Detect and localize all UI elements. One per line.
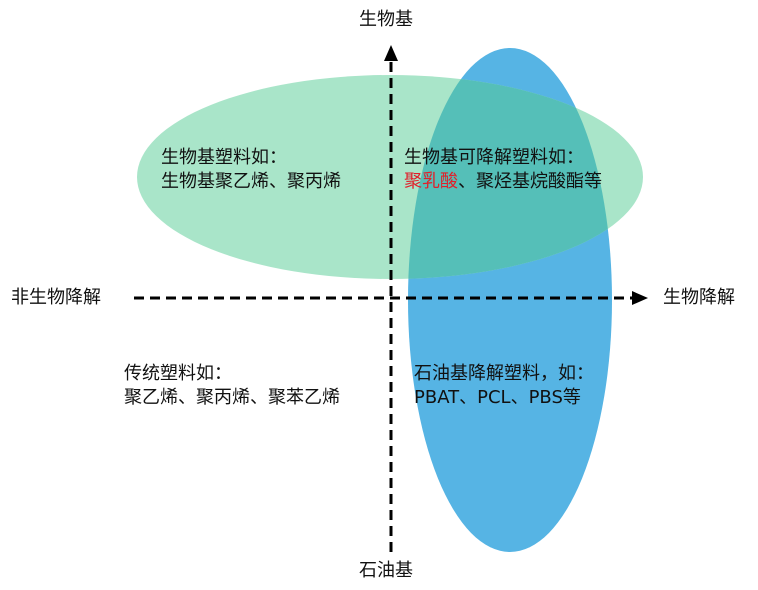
bottom-left-line1: 传统塑料如： [124, 363, 232, 384]
highlight-pla: 聚乳酸 [404, 171, 458, 192]
quadrant-bottom-left: 传统塑料如： 聚乙烯、聚丙烯、聚苯乙烯 [124, 362, 340, 410]
top-right-line2: 聚乳酸、聚烃基烷酸酯等 [404, 170, 602, 194]
axis-label-left: 非生物降解 [11, 287, 101, 308]
top-left-line1: 生物基塑料如： [161, 147, 287, 168]
bottom-right-line1: 石油基降解塑料，如： [414, 363, 594, 384]
axis-label-right: 生物降解 [663, 287, 735, 308]
bottom-right-line2: PBAT、PCL、PBS等 [414, 387, 581, 408]
overlap-region [408, 75, 612, 279]
vertical-axis-arrowhead [384, 45, 398, 61]
top-right-line1: 生物基可降解塑料如： [404, 147, 584, 168]
horizontal-axis-arrowhead [632, 291, 648, 305]
quadrant-top-left: 生物基塑料如： 生物基聚乙烯、聚丙烯 [161, 146, 341, 194]
quadrant-top-right: 生物基可降解塑料如： 聚乳酸、聚烃基烷酸酯等 [404, 146, 602, 194]
bottom-left-line2: 聚乙烯、聚丙烯、聚苯乙烯 [124, 387, 340, 408]
top-left-line2: 生物基聚乙烯、聚丙烯 [161, 171, 341, 192]
axis-label-top: 生物基 [359, 9, 413, 30]
quadrant-bottom-right: 石油基降解塑料，如： PBAT、PCL、PBS等 [414, 362, 594, 410]
top-right-line2-rest: 、聚烃基烷酸酯等 [458, 171, 602, 192]
axis-label-bottom: 石油基 [359, 560, 413, 581]
